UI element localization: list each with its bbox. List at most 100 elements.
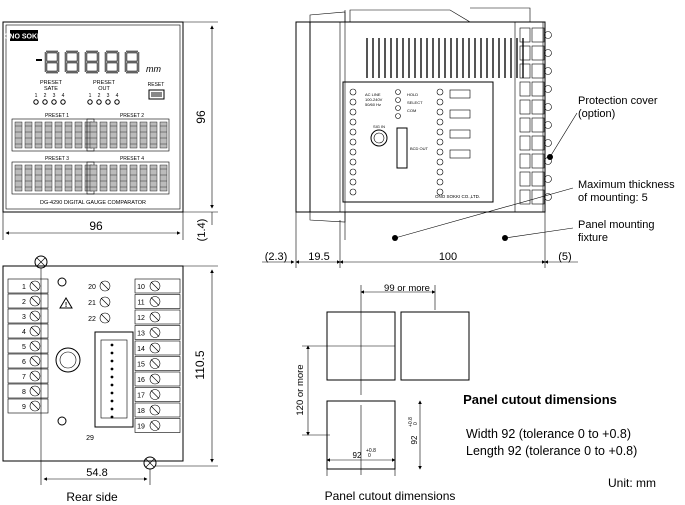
front-width-dim: 96 — [89, 219, 103, 233]
thumbwheel-switch[interactable] — [159, 164, 168, 192]
rear-terminal — [149, 404, 161, 416]
pitch-v-dim: 120 or more — [295, 364, 306, 415]
dim-19-5: 19.5 — [308, 251, 329, 263]
side-dimensions: (2.3) 19.5 100 (5) — [262, 212, 578, 268]
terminal-number: 16 — [137, 377, 145, 384]
rear-terminal — [29, 400, 41, 412]
led-number: 4 — [62, 93, 65, 99]
signal-input-connector — [55, 347, 81, 373]
rear-terminal — [149, 311, 161, 323]
rear-terminal — [29, 355, 41, 367]
brand-badge — [10, 30, 38, 41]
preset-sate-led — [33, 99, 39, 105]
preset-out-led — [114, 99, 120, 105]
thumbwheel-switch[interactable] — [139, 164, 148, 192]
terminal-number: 2 — [22, 299, 26, 306]
rear-terminal — [29, 280, 41, 292]
rear-terminal — [149, 280, 161, 292]
terminal-screw — [349, 108, 357, 116]
terminal-number: 10 — [137, 284, 145, 291]
bezel-dim: (1.4) — [196, 219, 208, 242]
thumbwheel-switch[interactable] — [119, 121, 128, 149]
thumbwheel-switch[interactable] — [159, 121, 168, 149]
terminal-screw — [349, 88, 357, 96]
terminal-label-plate — [342, 81, 494, 203]
thumbwheel-switch[interactable] — [129, 121, 138, 149]
led-number: 1 — [35, 93, 38, 99]
thumbwheel-switch[interactable] — [44, 164, 53, 192]
thumbwheel-switch[interactable] — [14, 164, 23, 192]
terminal-number: 1 — [22, 284, 26, 291]
thumbwheel-switch[interactable] — [64, 164, 73, 192]
rear-terminal — [149, 342, 161, 354]
svg-text:+0.80: +0.80 — [366, 448, 376, 459]
preset-block-label: PRESET 1 — [45, 113, 69, 119]
display-digit — [44, 50, 60, 74]
thumbwheel-switch[interactable] — [34, 121, 43, 149]
manufacturer-label: ONO SOKKI CO.,LTD. — [435, 194, 480, 199]
terminal-number: 5 — [22, 344, 26, 351]
thumbwheel-switch[interactable] — [24, 121, 33, 149]
thumbwheel-switch[interactable] — [89, 121, 98, 149]
thumbwheel-switch[interactable] — [109, 164, 118, 192]
thumbwheel-switch[interactable] — [99, 164, 108, 192]
thumbwheel-switch[interactable] — [109, 121, 118, 149]
thumbwheel-switch[interactable] — [14, 121, 23, 149]
preset-block-label: PRESET 2 — [120, 113, 144, 119]
thumbwheel-switch[interactable] — [24, 164, 33, 192]
terminal-number: 18 — [137, 408, 145, 415]
preset-sate-led — [51, 99, 57, 105]
thumbwheel-switch[interactable] — [129, 164, 138, 192]
terminal-number: 21 — [88, 300, 96, 307]
display-digit — [64, 50, 80, 74]
dim-2-3: (2.3) — [265, 251, 288, 263]
thumbwheel-switch[interactable] — [149, 121, 158, 149]
dim-5: (5) — [558, 251, 571, 263]
thumbwheel-switch[interactable] — [74, 164, 83, 192]
rear-height-dim: 110.5 — [193, 350, 207, 379]
terminal-number: 20 — [88, 284, 96, 291]
thumbwheel-switch[interactable] — [99, 121, 108, 149]
preset-sate-led — [60, 99, 66, 105]
terminal-number: 17 — [137, 393, 145, 400]
terminal-number: 19 — [137, 424, 145, 431]
thumbwheel-switch[interactable] — [54, 164, 63, 192]
display-digit — [124, 50, 140, 74]
thumbwheel-switch[interactable] — [34, 164, 43, 192]
pitch-h-dim: 99 or more — [384, 283, 430, 294]
thumbwheel-switch[interactable] — [74, 121, 83, 149]
sig-in-connector — [370, 129, 388, 147]
sig-in-label: SIG IN — [373, 124, 385, 129]
svg-text:+0.80: +0.80 — [408, 417, 419, 427]
front-dimensions: 96 96 (1.4) — [2, 21, 218, 242]
side-callouts: Protection cover(option) Maximum thickne… — [394, 95, 675, 244]
preset-switch-block — [86, 161, 170, 195]
warning-icon — [59, 297, 73, 309]
rear-terminal — [99, 296, 111, 308]
rear-terminal — [29, 310, 41, 322]
preset-out-led — [105, 99, 111, 105]
thumbwheel-switch[interactable] — [139, 121, 148, 149]
cutout-width-text: Width 92 (tolerance 0 to +0.8) — [466, 427, 631, 441]
thumbwheel-switch[interactable] — [89, 164, 98, 192]
cutout-length-text: Length 92 (tolerance 0 to +0.8) — [466, 444, 637, 458]
thumbwheel-switch[interactable] — [44, 121, 53, 149]
reset-button[interactable] — [148, 89, 165, 100]
terminal-number: 12 — [137, 315, 145, 322]
callout-cover: Protection cover(option) — [578, 95, 658, 120]
thumbwheel-switch[interactable] — [64, 121, 73, 149]
protection-cover — [514, 21, 544, 213]
thumbwheel-switch[interactable] — [54, 121, 63, 149]
terminal-screw — [349, 178, 357, 186]
cutout-top-right — [400, 311, 470, 381]
thumbwheel-switch[interactable] — [149, 164, 158, 192]
thumbwheel-switch[interactable] — [119, 164, 128, 192]
